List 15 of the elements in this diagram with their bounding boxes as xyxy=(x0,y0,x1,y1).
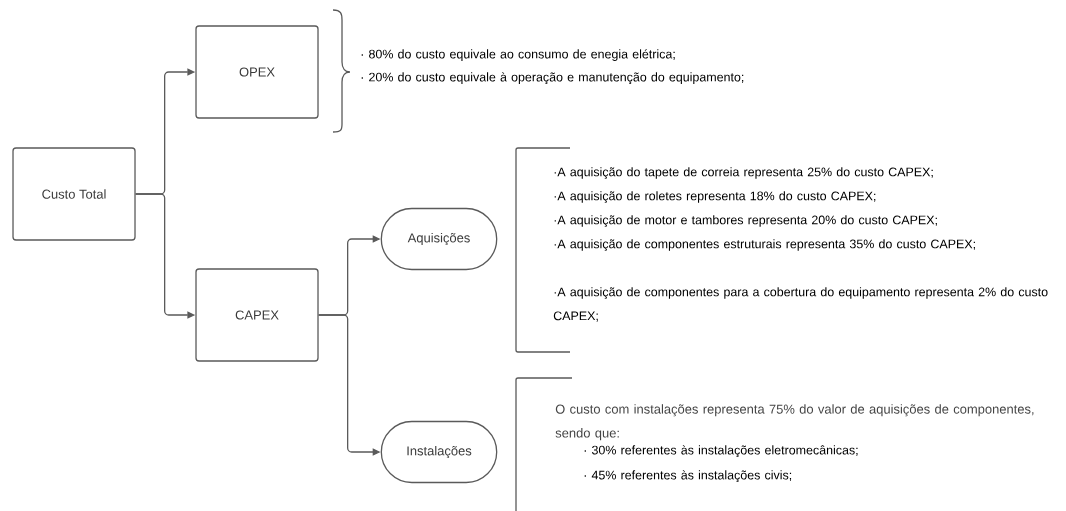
bullet-item: · 30% referentes às instalações eletromecânicas; xyxy=(584,445,858,457)
process-box: Custo Total xyxy=(12,147,136,241)
bullet-item: · 80% do custo equivale ao consumo de enegia elétrica; xyxy=(361,49,675,61)
bullet-item: ·A aquisição de motor e tambores representa 20% do custo CAPEX; xyxy=(554,215,937,227)
process-box: CAPEX xyxy=(195,268,319,362)
bullet-item: ·A aquisição de roletes representa 18% do custo CAPEX; xyxy=(554,191,876,203)
bullet-item: ·A aquisição de componentes para a cobertura do equipamento representa 2% do custo CAPEX; xyxy=(553,287,1048,322)
process-box: OPEX xyxy=(195,25,319,119)
rounded-box: Aquisições xyxy=(380,207,498,271)
note-text: O custo com instalações representa 75% do valor de aquisições de componentes, sendo que: xyxy=(555,404,1034,441)
rounded-box: Instalações xyxy=(380,420,498,484)
bullet-item: · 45% referentes às instalações civis; xyxy=(584,470,792,482)
bullet-item: ·A aquisição do tapete de correia representa 25% do custo CAPEX; xyxy=(554,167,933,179)
bullet-item: · 20% do custo equivale à operação e manutenção do equipamento; xyxy=(361,72,744,84)
bullet-item: ·A aquisição de componentes estruturais representa 35% do custo CAPEX; xyxy=(554,239,975,251)
